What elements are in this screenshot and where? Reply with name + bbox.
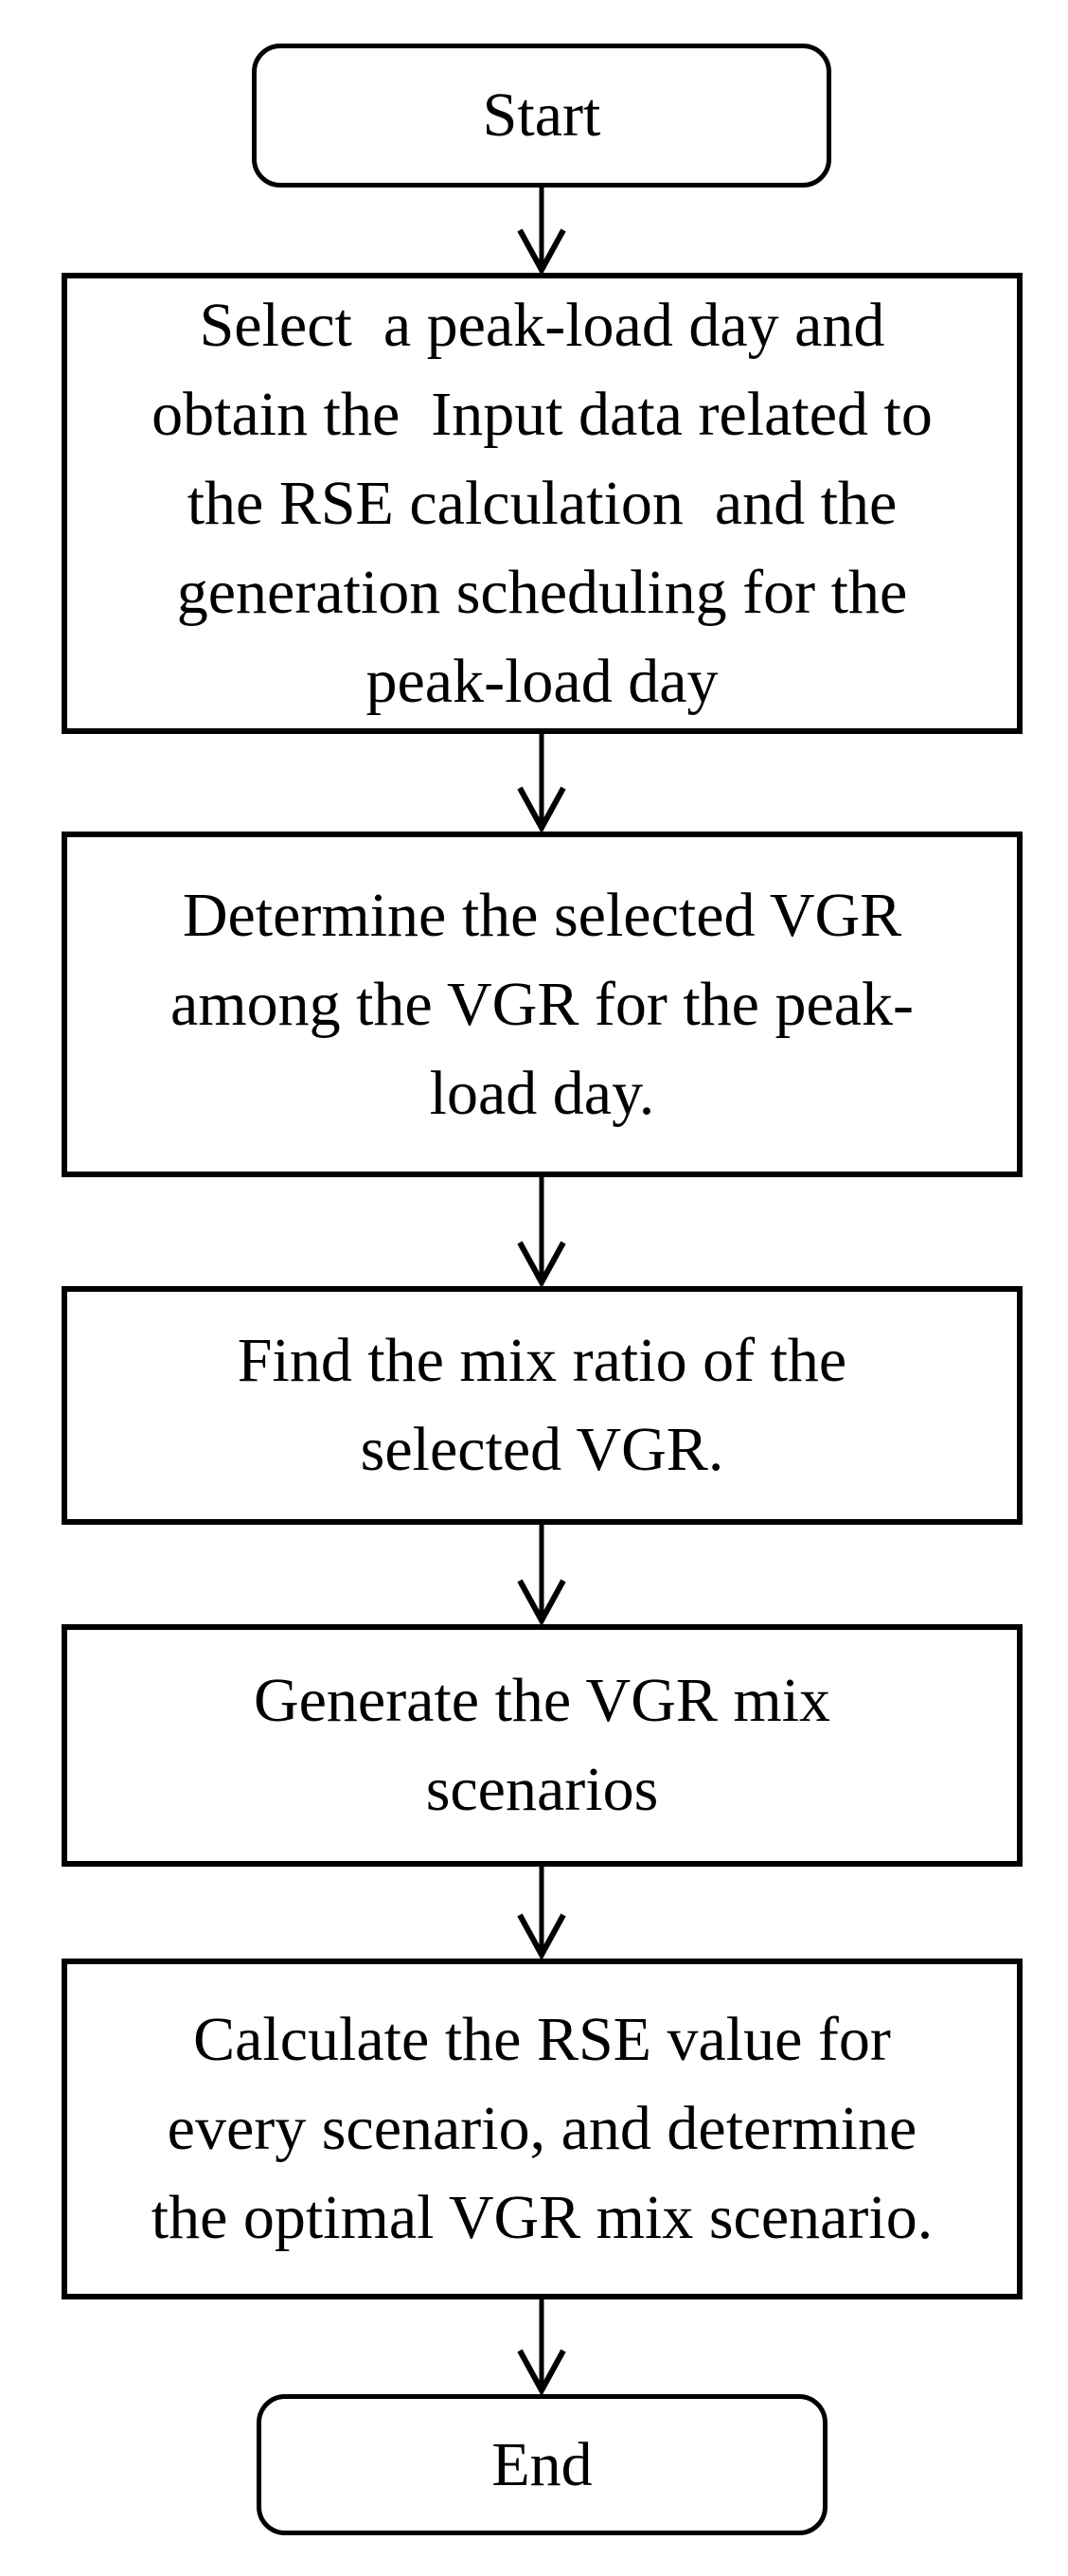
arrow-down-icon: [517, 1867, 566, 1959]
process-node-find-mix-ratio: Find the mix ratio of the selected VGR.: [62, 1286, 1023, 1525]
connector-arrow-step2-step3: [513, 1177, 570, 1286]
connector-arrow-step5-end: [513, 2299, 570, 2394]
connector-arrow-step4-step5: [513, 1867, 570, 1959]
start-terminator-node: Start: [252, 44, 831, 188]
process-node-select-peak-load-day: Select a peak-load day and obtain the In…: [62, 273, 1023, 734]
process-node-generate-vgr-mix-scenarios: Generate the VGR mix scenarios: [62, 1624, 1023, 1867]
end-terminator-node: End: [257, 2394, 828, 2535]
connector-arrow-step3-step4: [513, 1525, 570, 1624]
arrow-down-icon: [517, 734, 566, 832]
process-node-calculate-rse-value: Calculate the RSE value for every scenar…: [62, 1959, 1023, 2299]
connector-arrow-start-step1: [513, 188, 570, 274]
connector-arrow-step1-step2: [513, 734, 570, 832]
arrow-down-icon: [517, 1525, 566, 1624]
arrow-down-icon: [517, 1177, 566, 1286]
process-node-determine-selected-vgr: Determine the selected VGR among the VGR…: [62, 832, 1023, 1177]
arrow-down-icon: [517, 2299, 566, 2394]
arrow-down-icon: [517, 188, 566, 274]
